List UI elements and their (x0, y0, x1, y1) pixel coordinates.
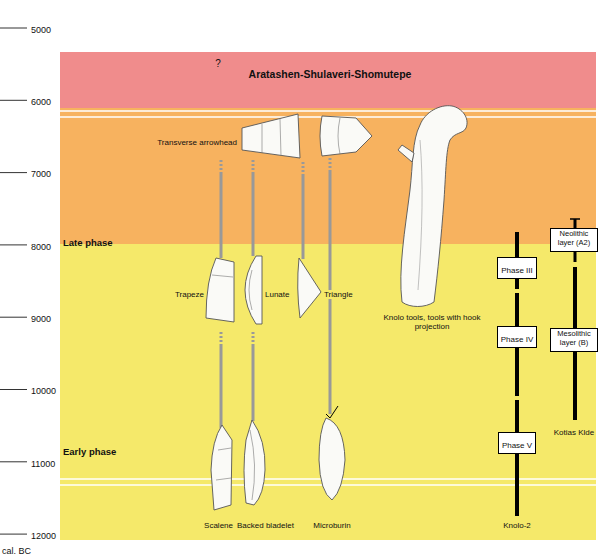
label-holder: cal. BC (2, 540, 31, 558)
label-holder: Kotias Klde (554, 421, 594, 439)
label-holder: Knolo-2 (503, 514, 531, 532)
uncertainty-mark: ? (215, 58, 221, 70)
tool-name: Backed bladelet (237, 521, 294, 530)
box-label: Phase V (502, 441, 532, 450)
label-holder: ? (215, 53, 221, 71)
label-holder: Scalene (204, 514, 233, 532)
site-range-bar (515, 293, 519, 396)
phase-box: Phase V (498, 432, 536, 454)
label-holder: 7000 (31, 163, 51, 181)
time-range-line (220, 172, 223, 258)
axis-tick-label: 7000 (31, 169, 51, 179)
flake-scar (262, 119, 281, 156)
trapeze-tool (206, 258, 234, 322)
range-continuation (329, 158, 332, 170)
axis-tick (0, 28, 27, 29)
phase-box: Phase IV (497, 326, 537, 348)
axis-tick-label: 6000 (31, 97, 51, 107)
site-range-bar (515, 232, 519, 289)
axis-tick-label: 9000 (31, 314, 51, 324)
label-holder: 10000 (31, 380, 56, 398)
tool-name: Knolo tools, tools with hook projection (378, 313, 486, 331)
axis-tick (0, 244, 27, 245)
box-label: Neolithic layer (A2) (554, 230, 594, 247)
label-holder: 8000 (31, 236, 51, 254)
flake-scar (212, 275, 233, 277)
tool-name: Triangle (323, 290, 354, 299)
axis-tick-label: 5000 (31, 25, 51, 35)
scalene-tool (211, 425, 232, 510)
triangle-tool (298, 258, 321, 318)
axis-tick (0, 461, 27, 462)
axis-tick-label: 12000 (31, 531, 56, 541)
tool-name: Trapeze (175, 290, 204, 299)
range-continuation (220, 332, 223, 344)
label-holder: Microburin (313, 514, 350, 532)
bone-surface-line (418, 140, 422, 290)
tool-name: Microburin (313, 521, 350, 530)
flake-scar (250, 430, 255, 500)
band-label: Late phase (63, 238, 113, 249)
box-label: Mesolithic layer (B) (554, 330, 594, 347)
site-range-bar (515, 400, 519, 516)
axis-tick-label: 11000 (31, 459, 55, 469)
knolo-bone-tool (401, 106, 467, 307)
band-label: Early phase (63, 447, 116, 458)
axis-tick (0, 534, 27, 535)
label-holder: Transverse arrowhead (157, 131, 237, 149)
tool-name: Lunate (265, 290, 289, 299)
label-holder: 11000 (31, 453, 55, 471)
label-holder: 12000 (31, 525, 56, 543)
axis-tick-label: 10000 (31, 386, 56, 396)
tool-name: Transverse arrowhead (157, 138, 237, 147)
lunate-tool (245, 256, 262, 324)
check-mark (326, 406, 338, 418)
time-range-line (252, 172, 255, 256)
transverse-arrowhead (242, 114, 300, 158)
box-label: Phase III (501, 266, 533, 275)
range-continuation (220, 160, 223, 172)
microburin-tool (319, 418, 345, 500)
label-holder: Knolo tools, tools with hook projection (378, 313, 486, 334)
culture-band: Aratashen-Shulaveri-Shomutepe (60, 52, 596, 108)
axis-tick (0, 172, 27, 173)
layer-box: Mesolithic layer (B) (550, 328, 598, 351)
layer-box: Neolithic layer (A2) (550, 228, 598, 251)
axis-tick-label: 8000 (31, 242, 51, 252)
box-label: Phase IV (501, 335, 533, 344)
range-continuation (302, 162, 305, 174)
label-holder: 5000 (31, 19, 51, 37)
label-holder: Backed bladelet (237, 514, 294, 532)
label-holder: Trapeze (175, 283, 204, 301)
label-holder: 9000 (31, 308, 51, 326)
flake-scar (249, 270, 252, 310)
site-range-bar (573, 267, 577, 420)
range-cap (570, 218, 580, 220)
label-holder: 6000 (31, 91, 51, 109)
hook-projection (398, 145, 414, 162)
site-name: Knolo-2 (503, 521, 531, 530)
axis-tick (0, 389, 27, 390)
phase-box: Phase III (497, 257, 537, 279)
transverse-arrowhead (320, 116, 372, 156)
time-range-line (302, 174, 305, 259)
axis-unit: cal. BC (2, 546, 31, 556)
site-range-bar (574, 219, 577, 262)
backed-bladelet-tool (244, 420, 265, 505)
range-continuation (252, 332, 255, 344)
tool-name: Scalene (204, 521, 233, 530)
range-continuation (252, 160, 255, 172)
flake-scar (338, 118, 340, 154)
label-holder: Triangle (323, 283, 354, 301)
time-range-line (252, 344, 255, 421)
time-range-line (220, 344, 223, 428)
axis-tick (0, 100, 27, 101)
band-divider (60, 110, 596, 112)
axis-tick (0, 317, 27, 318)
band-label: Aratashen-Shulaveri-Shomutepe (249, 68, 412, 80)
site-name: Kotias Klde (554, 428, 594, 437)
label-holder: Lunate (265, 283, 289, 301)
flake-scar (216, 448, 231, 480)
